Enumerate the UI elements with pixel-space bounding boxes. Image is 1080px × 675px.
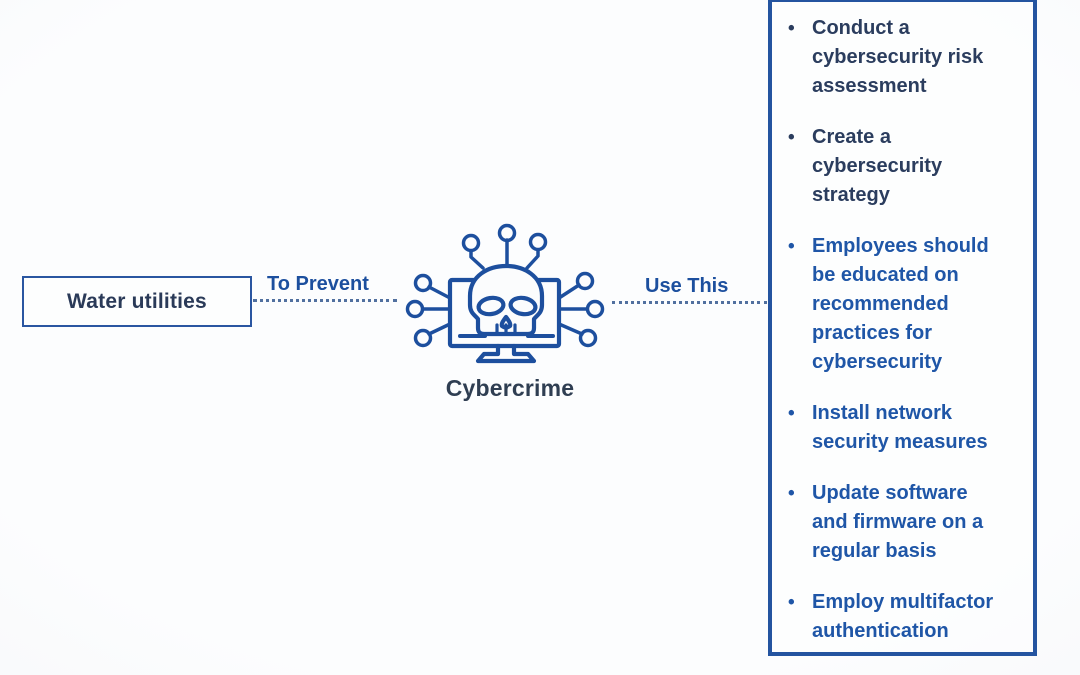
recommendation-item: • Create a cybersecurity strategy (788, 123, 1019, 210)
recommendations-panel: • Conduct a cybersecurity risk assessmen… (768, 0, 1037, 656)
to-prevent-label: To Prevent (267, 273, 369, 295)
circuit-nodes-left (405, 273, 452, 348)
recommendation-text: Employees should be educated on recommen… (812, 235, 989, 373)
recommendation-text: Create a cybersecurity strategy (812, 126, 943, 206)
water-utilities-label: Water utilities (67, 289, 207, 313)
recommendation-text: Install network security measures (812, 402, 988, 453)
skull-teeth (495, 323, 517, 335)
bullet-icon: • (788, 18, 795, 39)
dotted-connector-left (253, 299, 397, 302)
recommendation-text: Employ multifactor authentication (812, 591, 994, 642)
recommendation-item: • Update software and firmware on a regu… (788, 479, 1019, 566)
bullet-icon: • (788, 236, 795, 257)
circuit-nodes-right (557, 271, 605, 348)
recommendation-text: Update software and firmware on a regula… (812, 482, 984, 562)
cybercrime-caption: Cybercrime (445, 375, 575, 401)
icon-strokes (405, 223, 605, 364)
bullet-icon: • (788, 403, 795, 424)
bullet-icon: • (788, 592, 795, 613)
water-utilities-box: Water utilities (22, 276, 252, 327)
skull-head (467, 264, 545, 337)
skull-eye-left (476, 295, 506, 317)
skull-monitor-icon (405, 223, 605, 364)
skull-eye-right (508, 295, 538, 317)
recommendation-item: • Employees should be educated on recomm… (788, 232, 1019, 377)
bullet-icon: • (788, 127, 795, 148)
cybercrime-icon (400, 210, 620, 380)
dotted-connector-right (612, 301, 767, 304)
circuit-antennas-top (461, 223, 548, 270)
use-this-label: Use This (645, 275, 729, 297)
recommendation-item: • Conduct a cybersecurity risk assessmen… (788, 14, 1019, 101)
recommendation-text: Conduct a cybersecurity risk assessment (812, 17, 984, 97)
monitor-stand (475, 343, 537, 364)
recommendation-item: • Employ multifactor authentication (788, 588, 1019, 646)
skull (467, 264, 545, 337)
recommendation-item: • Install network security measures (788, 399, 1019, 457)
recommendations-list: • Conduct a cybersecurity risk assessmen… (788, 14, 1019, 646)
bullet-icon: • (788, 483, 795, 504)
